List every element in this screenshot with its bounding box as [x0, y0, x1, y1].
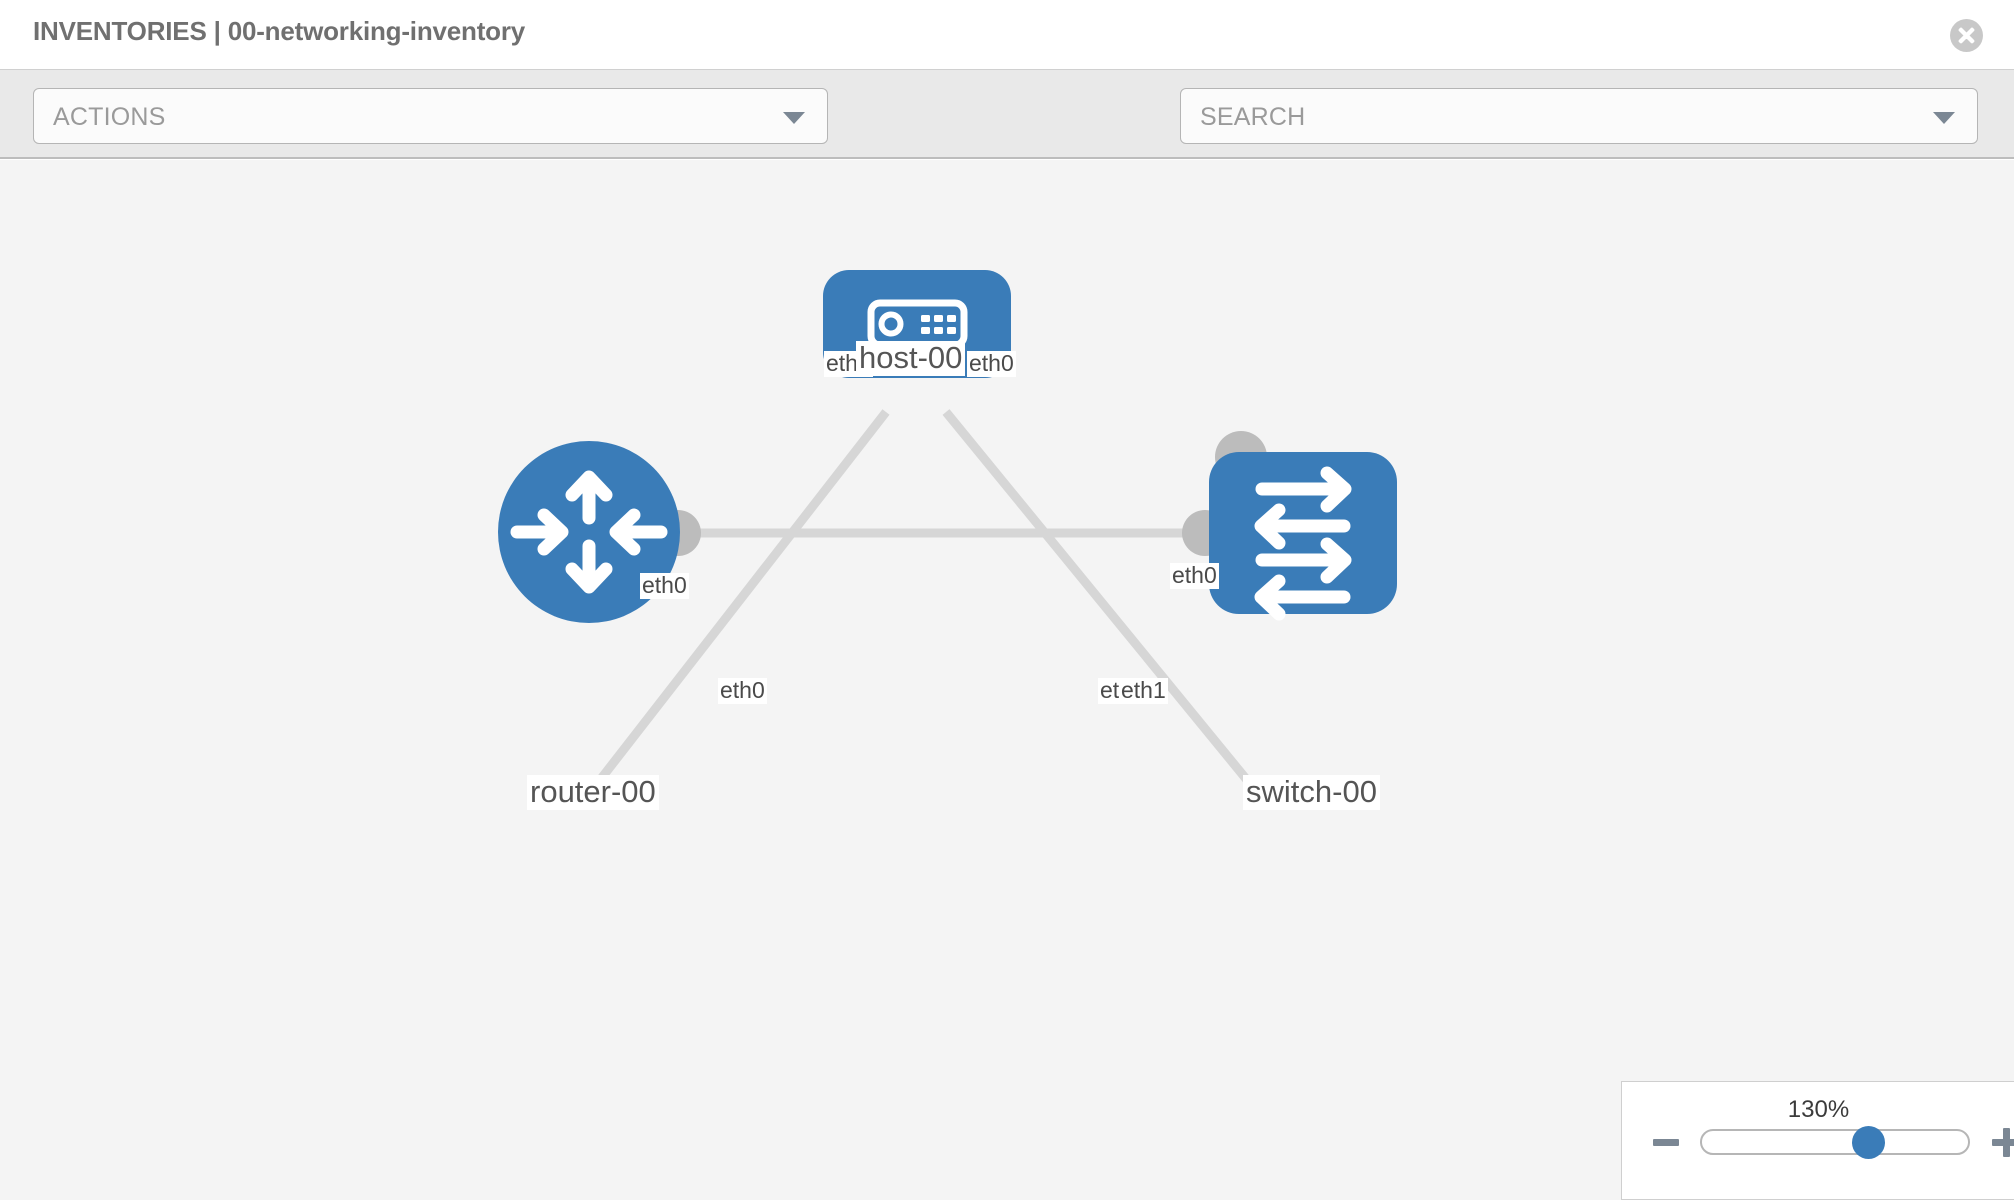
edge-host-switch[interactable]	[942, 409, 1251, 783]
close-button[interactable]	[1950, 19, 1983, 52]
actions-dropdown-label: ACTIONS	[53, 103, 166, 131]
zoom-out-button[interactable]	[1653, 1139, 1679, 1146]
switch-arrows-icon	[1254, 466, 1352, 621]
zoom-percent-label: 130%	[1787, 1096, 1850, 1123]
edge-label-switch-upper: eth0	[1170, 562, 1219, 589]
node-switch-00[interactable]	[1209, 452, 1397, 621]
node-label-router-00: router-00	[527, 774, 659, 810]
search-placeholder: SEARCH	[1200, 103, 1306, 131]
edge-label-switch-left-over: eth1	[1119, 677, 1168, 704]
edge-label-router-right: eth0	[718, 677, 767, 704]
node-label-switch-00: switch-00	[1243, 774, 1380, 810]
edge-group	[596, 409, 1251, 783]
zoom-in-button[interactable]	[1992, 1128, 2014, 1157]
toolbar: ACTIONS SEARCH	[0, 69, 2014, 202]
topology-graph	[498, 270, 1397, 783]
close-icon	[1958, 27, 1975, 44]
actions-dropdown[interactable]: ACTIONS	[33, 88, 828, 144]
node-label-host-00: host-00	[856, 340, 966, 376]
chevron-down-icon	[1933, 112, 1955, 124]
router-arrows-icon	[510, 470, 668, 594]
chevron-down-icon	[783, 112, 805, 124]
zoom-control-panel: 130%	[1621, 1081, 2014, 1200]
edge-label-router-upper: eth0	[640, 572, 689, 599]
zoom-slider-track[interactable]	[1700, 1129, 1970, 1155]
edge-label-host-right: eth0	[967, 350, 1016, 377]
search-input[interactable]: SEARCH	[1180, 88, 1978, 144]
server-icon-led	[878, 311, 904, 337]
node-router-00[interactable]	[498, 441, 680, 623]
topology-canvas[interactable]: eth0 host-00 eth0 eth0 eth0 eth0 eth eth…	[0, 160, 2014, 1200]
page-header: INVENTORIES | 00-networking-inventory	[0, 0, 2014, 69]
edge-host-router[interactable]	[596, 409, 890, 783]
page-title: INVENTORIES | 00-networking-inventory	[33, 16, 526, 46]
server-icon-vents	[921, 315, 956, 334]
zoom-slider-thumb[interactable]	[1852, 1126, 1885, 1159]
